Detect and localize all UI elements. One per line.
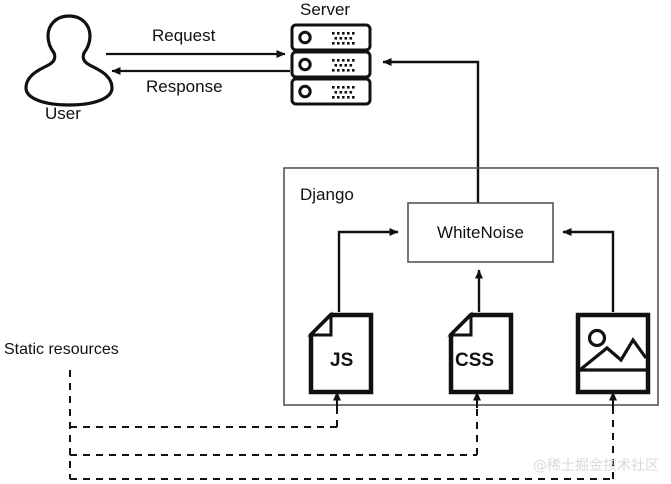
whitenoise-to-server-arrow [382,58,480,203]
whitenoise-box [407,202,554,263]
image-to-whitenoise-arrow [562,228,615,312]
user-label: User [45,104,81,123]
file-image-icon [575,312,651,395]
static-resources-dashed-bus [69,370,614,480]
server-rack-icon [290,23,372,106]
js-asset-label: JS [330,350,354,371]
request-label: Request [152,26,216,45]
static-resources-label: Static resources [4,341,119,358]
whitenoise-label: WhiteNoise [437,222,524,242]
watermark: @稀土掘金技术社区 [533,458,659,474]
django-label: Django [300,185,354,204]
file-css-icon [447,311,514,395]
js-to-whitenoise-arrow [337,228,399,312]
css-asset-label: CSS [455,350,495,371]
django-container [283,167,659,406]
user-icon [24,14,114,107]
server-label: Server [300,0,351,19]
response-label: Response [146,77,223,96]
file-js-icon [307,311,374,395]
